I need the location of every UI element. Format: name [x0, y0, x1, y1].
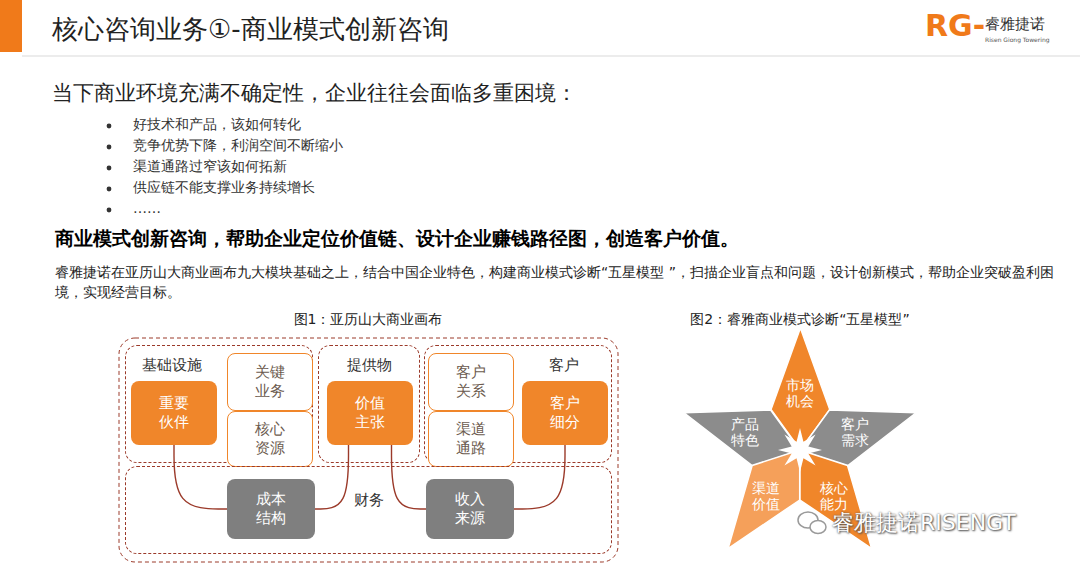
label-holder: 图1：亚历山大商业画布	[294, 311, 443, 329]
key-statement: 商业模式创新咨询，帮助企业定位价值链、设计企业赚钱路径图，创造客户价值。	[55, 226, 739, 252]
star-label: 市场机会	[785, 377, 815, 409]
header-bar	[0, 0, 22, 52]
group-heading: 提供物	[345, 356, 394, 375]
star-center-burst	[778, 428, 822, 472]
label-holder: 睿雅捷诺RISENGT	[832, 508, 1016, 538]
label-holder: 睿雅捷诺	[985, 15, 1045, 34]
figure-caption: 图2：睿雅商业模式诊断“五星模型”	[690, 311, 909, 329]
block-label: 关键业务	[254, 363, 286, 401]
star-label-holder: 产品特色	[730, 416, 760, 448]
finance-block: 收入来源	[426, 479, 514, 539]
star-label: 核心能力	[819, 480, 849, 512]
star-label-holder: 渠道价值	[751, 480, 781, 512]
label-holder: 商业模式创新咨询，帮助企业定位价值链、设计企业赚钱路径图，创造客户价值。	[55, 226, 739, 252]
group-heading: 财务	[352, 491, 386, 510]
canvas-block: 价值主张	[327, 381, 413, 445]
canvas-connector	[392, 445, 427, 509]
star-label-holder: 客户需求	[839, 416, 869, 448]
label-holder: ……	[133, 200, 161, 216]
logo-name: 睿雅捷诺	[985, 15, 1045, 34]
star-piece-fill	[728, 450, 800, 549]
label-holder: 好技术和产品，该如何转化	[133, 116, 301, 134]
block-label: 价值主张	[354, 394, 386, 432]
star-piece: 渠道价值	[728, 450, 800, 549]
group-heading: 基础设施	[140, 356, 204, 375]
bullet-text: 好技术和产品，该如何转化	[133, 116, 301, 134]
bullet-dot	[107, 124, 112, 129]
block-label: 成本结构	[255, 490, 287, 528]
bullet-dot	[107, 187, 112, 192]
block-label: 核心资源	[254, 420, 286, 458]
body-paragraph: 睿雅捷诺在亚历山大商业画布九大模块基础之上，结合中国企业特色，构建商业模式诊断“…	[55, 262, 1060, 302]
canvas-group: 客户关系渠道通路 客户细分 客户	[424, 345, 612, 463]
canvas-group: 价值主张提供物	[318, 345, 420, 463]
bullet-text: 供应链不能支撑业务持续增长	[133, 179, 315, 197]
intro-text: 当下商业环境充满不确定性，企业往往会面临多重困境：	[52, 79, 577, 107]
label-holder: 图2：睿雅商业模式诊断“五星模型”	[690, 311, 909, 329]
label-holder: RG-	[925, 8, 985, 43]
canvas-group: 重要伙伴 关键业务核心资源 基础设施	[125, 345, 313, 463]
label-holder: 当下商业环境充满不确定性，企业往往会面临多重困境：	[52, 79, 577, 107]
logo-tagline: Risen Giong Towering	[985, 36, 1050, 43]
star-label: 渠道价值	[751, 480, 781, 512]
header-rule	[22, 56, 1080, 57]
star-label: 产品特色	[730, 416, 760, 448]
logo-mark: RG-	[925, 8, 985, 43]
group-heading-holder: 基础设施	[140, 356, 204, 375]
canvas-block: 关键业务	[227, 353, 313, 411]
bullet-dot	[107, 166, 112, 171]
block-label: 客户关系	[455, 363, 487, 401]
canvas-group: 成本结构 收入来源 财务	[125, 466, 612, 554]
block-label: 客户细分	[549, 394, 581, 432]
bullet-dot	[107, 208, 112, 213]
canvas-connector	[174, 445, 227, 509]
figure-caption: 图1：亚历山大商业画布	[294, 311, 443, 329]
bullet-text: 竞争优势下降，利润空间不断缩小	[133, 137, 343, 155]
label-holder: Risen Giong Towering	[985, 36, 1050, 43]
block-label: 渠道通路	[455, 420, 487, 458]
star-label-holder: 核心能力	[819, 480, 849, 512]
block-label: 收入来源	[454, 490, 486, 528]
label-holder: 竞争优势下降，利润空间不断缩小	[133, 137, 343, 155]
canvas-block: 渠道通路	[428, 411, 514, 467]
bullet-text: ……	[133, 200, 161, 216]
group-heading-holder: 客户	[547, 356, 581, 375]
canvas-connector	[514, 445, 565, 509]
canvas-connector	[315, 445, 349, 509]
group-heading-holder: 财务	[352, 491, 386, 510]
group-heading-holder: 提供物	[345, 356, 394, 375]
watermark: 睿雅捷诺RISENGT	[832, 508, 1016, 538]
block-label: 重要伙伴	[158, 394, 190, 432]
star-label: 客户需求	[839, 416, 869, 448]
page-title: 核心咨询业务①-商业模式创新咨询	[52, 12, 449, 47]
finance-block: 成本结构	[227, 479, 315, 539]
star-label-holder: 市场机会	[785, 377, 815, 409]
title-holder: 核心咨询业务①-商业模式创新咨询	[52, 12, 449, 47]
label-holder: 睿雅捷诺在亚历山大商业画布九大模块基础之上，结合中国企业特色，构建商业模式诊断“…	[55, 262, 1060, 302]
bullet-dot	[107, 145, 112, 150]
wechat-icon	[810, 521, 826, 534]
canvas-outline	[119, 338, 618, 562]
label-holder: 渠道通路过窄该如何拓新	[133, 158, 287, 176]
canvas-block: 客户细分	[522, 381, 608, 445]
canvas-block: 核心资源	[227, 411, 313, 467]
group-heading: 客户	[547, 356, 581, 375]
label-holder: 供应链不能支撑业务持续增长	[133, 179, 315, 197]
canvas-block: 重要伙伴	[131, 381, 217, 445]
canvas-block: 客户关系	[428, 353, 514, 411]
bullet-text: 渠道通路过窄该如何拓新	[133, 158, 287, 176]
